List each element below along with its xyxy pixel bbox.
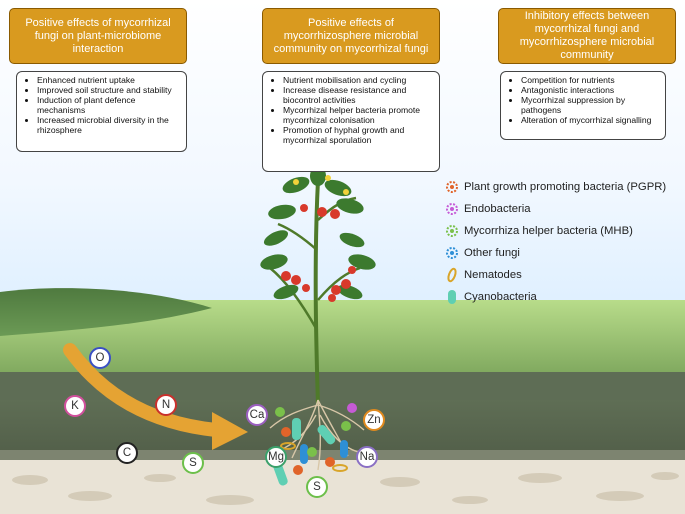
bacteria-icon bbox=[446, 203, 458, 215]
legend-label: Mycorrhiza helper bacteria (MHB) bbox=[464, 225, 633, 237]
hill bbox=[0, 288, 212, 336]
panel-1-item: Increased microbial diversity in the rhi… bbox=[37, 115, 180, 135]
legend-mhb: Mycorrhiza helper bacteria (MHB) bbox=[444, 220, 666, 242]
panel-3-item: Antagonistic interactions bbox=[521, 85, 659, 95]
panel-2-item: Mycorrhizal helper bacteria promote myco… bbox=[283, 105, 433, 125]
arrow-head bbox=[212, 412, 248, 450]
nutrient-s-2: S bbox=[306, 476, 328, 498]
legend-cyanobacteria: Cyanobacteria bbox=[444, 286, 666, 308]
tomatoes bbox=[281, 204, 356, 302]
panel-1-item: Induction of plant defence mechanisms bbox=[37, 95, 180, 115]
panel-1-list: Enhanced nutrient uptake Improved soil s… bbox=[16, 71, 187, 152]
panel-3-item: Alteration of mycorrhizal signalling bbox=[521, 115, 659, 125]
legend-label: Nematodes bbox=[464, 269, 522, 281]
legend-label: Endobacteria bbox=[464, 203, 531, 215]
legend-other-fungi: Other fungi bbox=[444, 242, 666, 264]
subsoil bbox=[0, 460, 685, 514]
panel-2-item: Increase disease resistance and biocontr… bbox=[283, 85, 433, 105]
nutrient-na: Na bbox=[356, 446, 378, 468]
nutrient-s: S bbox=[182, 452, 204, 474]
nutrient-o: O bbox=[89, 347, 111, 369]
plant-stem bbox=[313, 179, 320, 406]
plant-flowers bbox=[293, 175, 349, 195]
panel-1-item: Improved soil structure and stability bbox=[37, 85, 180, 95]
panel-1-item: Enhanced nutrient uptake bbox=[37, 75, 180, 85]
legend-pgpr: Plant growth promoting bacteria (PGPR) bbox=[444, 176, 666, 198]
legend-label: Other fungi bbox=[464, 247, 520, 259]
cyanobacteria-icon bbox=[448, 290, 456, 304]
legend-label: Plant growth promoting bacteria (PGPR) bbox=[464, 181, 667, 193]
legend-endobacteria: Endobacteria bbox=[444, 198, 666, 220]
panel-3-item: Competition for nutrients bbox=[521, 75, 659, 85]
nutrient-ca: Ca bbox=[246, 404, 268, 426]
panel-1-title: Positive effects of mycorrhizal fungi on… bbox=[9, 8, 187, 64]
bacteria-icon bbox=[446, 225, 458, 237]
panel-2-title: Positive effects of mycorrhizosphere mic… bbox=[262, 8, 440, 64]
nematode-icon bbox=[447, 267, 457, 283]
rhizosphere-microbes bbox=[273, 403, 357, 486]
bacteria-icon bbox=[446, 181, 458, 193]
panel-3-title: Inhibitory effects between mycorrhizal f… bbox=[498, 8, 676, 64]
nutrient-c: C bbox=[116, 442, 138, 464]
panel-2-item: Nutrient mobilisation and cycling bbox=[283, 75, 433, 85]
nutrient-arrow bbox=[63, 343, 223, 437]
plant-leaves bbox=[260, 166, 376, 300]
legend-label: Cyanobacteria bbox=[464, 291, 537, 303]
panel-2-list: Nutrient mobilisation and cycling Increa… bbox=[262, 71, 440, 172]
soil-texture bbox=[12, 472, 679, 505]
nutrient-zn: Zn bbox=[363, 409, 385, 431]
legend-nematodes: Nematodes bbox=[444, 264, 666, 286]
panel-3-item: Mycorrhizal suppression by pathogens bbox=[521, 95, 659, 115]
panel-2-item: Promotion of hyphal growth and mycorrhiz… bbox=[283, 125, 433, 145]
panel-3-list: Competition for nutrients Antagonistic i… bbox=[500, 71, 666, 140]
nutrient-k: K bbox=[64, 395, 86, 417]
nutrient-n: N bbox=[155, 394, 177, 416]
microbe-legend: Plant growth promoting bacteria (PGPR) E… bbox=[444, 176, 666, 308]
fungi-icon bbox=[446, 247, 458, 259]
nutrient-mg: Mg bbox=[265, 446, 287, 468]
